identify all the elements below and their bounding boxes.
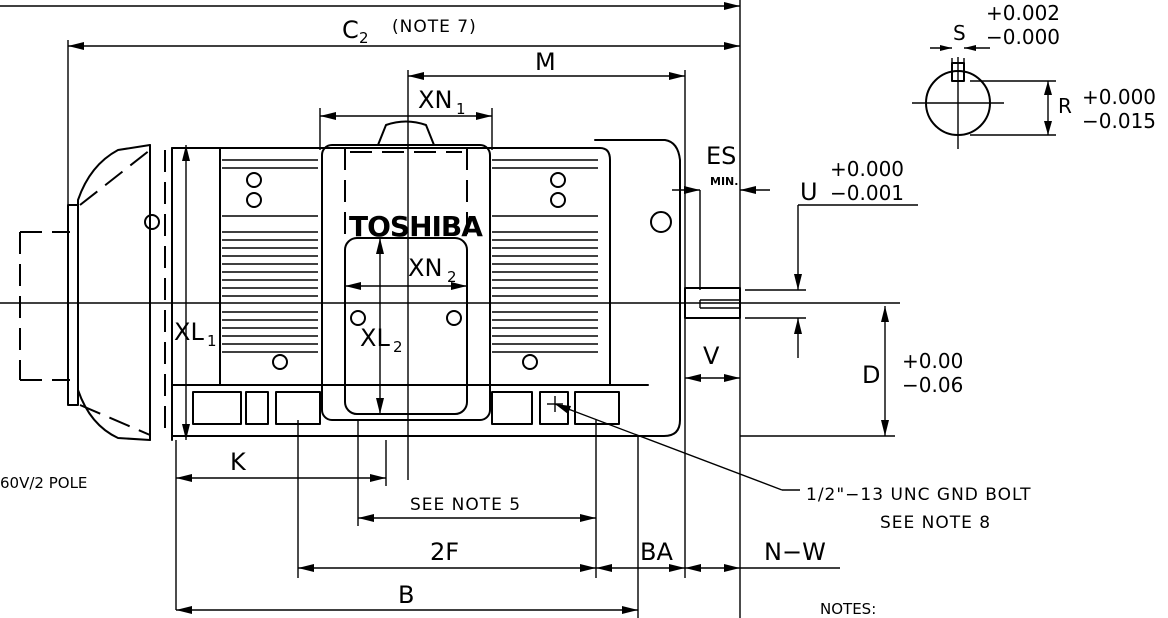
dimension-overall-top [0,0,741,618]
label-d: D [862,361,880,389]
label-gnd-bolt: 1/2"−13 UNC GND BOLT [806,485,1032,505]
label-xl2: XL [360,324,390,352]
fan-cover [19,144,166,441]
dimension-k [175,440,387,610]
label-nw: N−W [764,538,826,566]
label-note7: (NOTE 7) [392,17,477,37]
dimension-see-note5 [357,420,597,578]
dimension-c2 [67,40,740,210]
label-xn2: XN [408,254,442,282]
dimension-v [685,374,740,382]
label-b: B [398,581,414,609]
dimension-xl2 [376,238,384,414]
label-c2: C [342,16,359,44]
label-2f: 2F [430,538,459,566]
dimension-m [407,70,686,578]
label-ba: BA [640,538,673,566]
dimension-xn1 [319,108,493,150]
label-u-tol-minus: −0.001 [830,181,904,205]
label-xl1: XL [174,318,204,346]
dimension-d [740,306,895,437]
label-u-tol-plus: +0.000 [830,157,904,181]
motor-base [171,384,649,437]
label-r-tol-minus: −0.015 [1082,109,1156,133]
dimension-2f [297,420,596,578]
dimension-u [745,204,918,358]
dimension-nw [685,564,840,572]
label-es: ES [706,142,736,170]
label-r-tol-plus: +0.000 [1082,85,1156,109]
label-m: M [535,48,556,76]
motor-frame [171,120,681,441]
label-s: S [953,21,966,45]
dimension-xl1 [182,145,190,440]
label-c2-sub: 2 [359,29,369,47]
label-see-note8: SEE NOTE 8 [880,513,991,533]
dimension-xn2 [345,282,467,290]
cooling-fins-right [492,159,598,353]
cooling-fins-left [222,159,318,353]
keyway-detail [912,45,1056,149]
label-pole: 60V/2 POLE [0,474,87,492]
label-see-note5: SEE NOTE 5 [410,495,521,515]
label-xl2-sub: 2 [393,338,403,356]
dimension-b [176,436,639,618]
terminal-box [321,144,491,421]
label-k: K [230,448,247,476]
label-r: R [1058,94,1072,118]
label-d-tol-minus: −0.06 [902,373,963,397]
dimension-ba [596,564,685,572]
label-xl1-sub: 1 [207,332,217,350]
dimension-es [672,186,770,290]
label-xn1: XN [418,86,452,114]
label-v: V [703,342,720,370]
brand-label: TOSHIBA [349,210,483,243]
label-es-min: MIN. [710,175,738,188]
label-s-tol-minus: −0.000 [986,25,1060,49]
label-notes: NOTES: [820,600,876,618]
label-xn1-sub: 1 [456,100,466,118]
label-u: U [800,178,818,206]
label-xn2-sub: 2 [447,268,457,286]
label-s-tol-plus: +0.002 [986,1,1060,25]
ground-bolt-leader [554,403,800,491]
label-d-tol-plus: +0.00 [902,349,963,373]
